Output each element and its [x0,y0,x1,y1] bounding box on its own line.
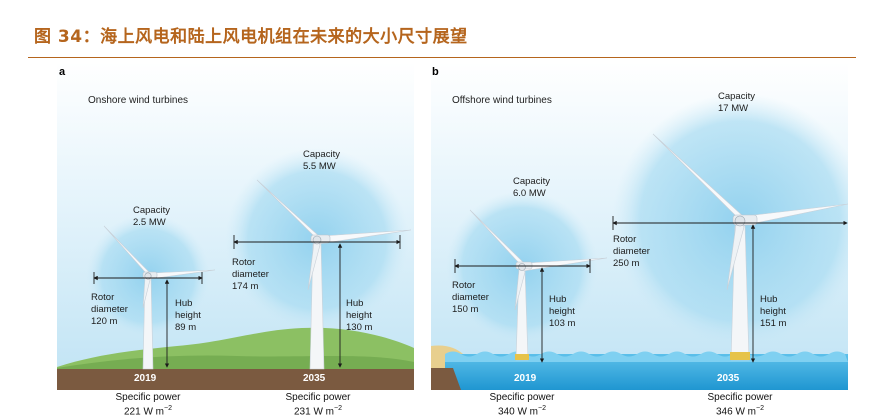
rotor-diameter-2035: Rotor diameter 250 m [613,234,650,269]
rotor-value-2035: 250 m [613,258,640,269]
hub-value-2019: 89 m [175,322,197,333]
capacity-value-2019: 6.0 MW [513,188,546,199]
hub-value-2035: 151 m [760,318,787,329]
capacity-label-2035: Capacity 5.5 MW [303,149,340,172]
capacity-value-2019: 2.5 MW [133,217,166,228]
offshore-illustration [431,62,848,390]
rotor-value-2019: 150 m [452,304,479,315]
capacity-label-2019: Capacity 2.5 MW [133,205,170,228]
rotor-diameter-2019: Rotor diameter 150 m [452,280,489,315]
turbine-2035-offshore [652,133,848,361]
capacity-label-2035: Capacity 17 MW [718,91,755,114]
hub-value-2019: 103 m [549,318,576,329]
capacity-label-2019: Capacity 6.0 MW [513,176,550,199]
specific-power-onshore-2019: Specific power 221 W m−2 [115,392,181,417]
rotor-value-2019: 120 m [91,316,118,327]
specific-power-onshore-2035: Specific power 231 W m−2 [285,392,351,417]
year-label-2019: 2019 [134,373,157,384]
figure-title: 图 34：海上风电和陆上风电机组在未来的大小尺寸展望 [34,27,468,47]
offshore-panel-title: Offshore wind turbines [452,95,552,106]
panel-label-a: a [59,66,66,78]
rotor-value-2035: 174 m [232,281,259,292]
year-label-2035: 2035 [717,373,740,384]
specific-power-offshore-2035: Specific power 346 W m−2 [707,392,773,417]
specific-power-offshore-2019: Specific power 340 W m−2 [489,392,555,417]
soil-strip [57,369,414,390]
rotor-diameter-2035: Rotor diameter 174 m [232,257,269,292]
onshore-panel: a Onshore wind turbines Capacity 2.5 MW … [57,62,414,390]
hub-height-2035: Hub height 130 m [346,298,373,333]
hub-value-2035: 130 m [346,322,373,333]
offshore-panel: b Offshore wind turbines Capacity 6.0 MW… [431,62,848,390]
onshore-illustration [57,62,414,390]
year-label-2035: 2035 [303,373,326,384]
panel-label-b: b [432,66,439,78]
title-rule [28,57,856,58]
capacity-value-2035: 5.5 MW [303,161,336,172]
onshore-panel-title: Onshore wind turbines [88,95,189,106]
dimension-lines [454,216,848,363]
hub-height-2035: Hub height 151 m [760,294,787,329]
rotor-diameter-2019: Rotor diameter 120 m [91,292,128,327]
year-label-2019: 2019 [514,373,537,384]
dimension-lines [93,235,401,368]
hub-height-2019: Hub height 103 m [549,294,576,329]
capacity-value-2035: 17 MW [718,103,749,114]
hub-height-2019: Hub height 89 m [175,298,201,333]
